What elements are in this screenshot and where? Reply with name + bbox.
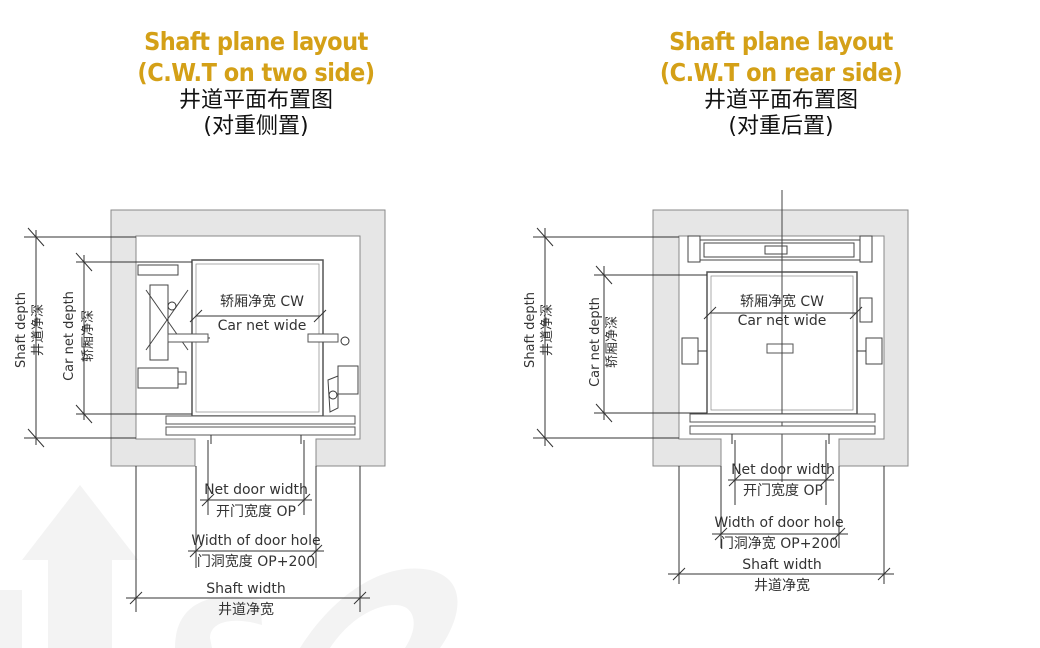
left-governor-arm xyxy=(327,375,339,413)
left-shaft-width-en: Shaft width xyxy=(206,581,286,597)
right-cwt-rail-l xyxy=(687,235,701,263)
right-car-depth-tick-bottom xyxy=(595,403,613,423)
left-cwt-block xyxy=(149,284,169,361)
right-title-en-2: (C.W.T on rear side) xyxy=(659,58,903,87)
right-net-door-en: Net door width xyxy=(731,462,835,478)
right-shaft-width-en: Shaft width xyxy=(742,557,822,573)
left-car-wide-tick-l xyxy=(189,309,203,323)
right-car-rail-l xyxy=(681,337,699,365)
left-door-hole-tick-r xyxy=(309,544,323,558)
right-landing-sill xyxy=(689,425,876,435)
left-shaft-depth-zh: 井道净深 xyxy=(31,304,46,356)
left-title-zh-1: 井道平面布置图 xyxy=(178,88,333,113)
left-shaft-depth-tick-top xyxy=(27,227,45,247)
left-car-wide-zh: 轿厢净宽 CW xyxy=(220,293,304,310)
right-car-rail-r xyxy=(865,337,883,365)
left-car-rail-r xyxy=(307,333,339,343)
right-shaft-width-zh: 井道净宽 xyxy=(754,577,810,594)
left-cwt-rail-top xyxy=(137,264,179,276)
right-shaft-depth-zh: 井道净深 xyxy=(540,304,555,356)
left-cwt-diag-2 xyxy=(145,289,189,351)
right-title-en-1: Shaft plane layout xyxy=(669,27,893,56)
right-car-depth-en: Car net depth xyxy=(588,297,603,387)
left-title-zh-2: (对重侧置) xyxy=(203,114,309,139)
right-shaft-depth-tick-bottom xyxy=(536,428,554,448)
left-title-en-1: Shaft plane layout xyxy=(144,27,368,56)
left-car-wide-tick-r xyxy=(313,309,327,323)
right-cwt-center xyxy=(764,245,788,255)
right-shaft-width-tick-r xyxy=(877,567,891,581)
right-car-wide-en: Car net wide xyxy=(738,313,827,329)
right-title-zh-2: (对重后置) xyxy=(728,114,834,139)
right-governor xyxy=(859,297,873,323)
left-car-rail-l xyxy=(167,333,209,343)
watermark-letter-o xyxy=(300,568,458,648)
left-car-wide-en: Car net wide xyxy=(218,318,307,334)
right-car-wide-tick-r xyxy=(849,306,863,320)
left-title-en-2: (C.W.T on two side) xyxy=(137,58,375,87)
left-net-door-tick-r xyxy=(297,493,311,507)
right-door-hole-tick-l xyxy=(714,527,728,541)
right-shaft-width-tick-l xyxy=(672,567,686,581)
right-car-wide-tick-l xyxy=(703,306,717,320)
left-shaft-width-zh: 井道净宽 xyxy=(218,601,274,618)
left-car xyxy=(191,259,324,417)
left-shaft-depth-tick-bottom xyxy=(27,428,45,448)
left-car-depth-tick-bottom xyxy=(75,404,93,424)
right-net-door-tick-l xyxy=(728,473,742,487)
left-car-depth-tick-top xyxy=(75,252,93,272)
left-door-hole-zh: 门洞宽度 OP+200 xyxy=(197,553,315,570)
right-net-door-zh: 开门宽度 OP xyxy=(743,482,823,499)
right-door-hole-en: Width of door hole xyxy=(714,515,843,531)
right-car-depth-tick-top xyxy=(595,265,613,285)
right-shaft-depth-tick-top xyxy=(536,227,554,247)
right-car-handle xyxy=(766,343,794,354)
left-net-door-en: Net door width xyxy=(204,482,308,498)
watermark-arrow xyxy=(22,485,138,648)
left-pulley-2 xyxy=(340,336,350,346)
left-cwt-bracket xyxy=(177,371,187,385)
left-car-sill xyxy=(165,415,356,425)
left-shaft-wall xyxy=(110,209,386,467)
left-title-block: Shaft plane layout (C.W.T on two side) 井… xyxy=(106,26,406,140)
left-shaft-width-tick-l xyxy=(129,591,143,605)
left-net-door-zh: 开门宽度 OP xyxy=(216,503,296,520)
left-net-door-tick-l xyxy=(201,493,215,507)
left-pulley-3 xyxy=(328,390,338,400)
right-car-depth-zh: 轿厢净深 xyxy=(605,316,620,368)
left-door-hole-en: Width of door hole xyxy=(191,533,320,549)
left-shaft-width-tick-r xyxy=(353,591,367,605)
watermark-bar xyxy=(0,590,22,648)
right-shaft-depth-en: Shaft depth xyxy=(523,292,538,368)
left-pulley-1 xyxy=(167,301,177,311)
right-car-wide-zh: 轿厢净宽 CW xyxy=(740,293,824,310)
right-car-sill xyxy=(689,413,876,423)
right-title-block: Shaft plane layout (C.W.T on rear side) … xyxy=(631,26,931,140)
left-car-depth-zh: 轿厢净深 xyxy=(81,310,96,362)
left-door-hole-tick-l xyxy=(189,544,203,558)
left-car-depth-en: Car net depth xyxy=(62,291,77,381)
watermark-letter-s xyxy=(175,596,262,648)
left-shaft-depth-en: Shaft depth xyxy=(14,292,29,368)
left-landing-sill xyxy=(165,426,356,436)
right-net-door-tick-r xyxy=(819,473,833,487)
right-door-hole-zh: 门洞净宽 OP+200 xyxy=(720,535,838,552)
right-door-hole-tick-r xyxy=(832,527,846,541)
right-cwt-rail-r xyxy=(859,235,873,263)
right-title-zh-1: 井道平面布置图 xyxy=(703,88,858,113)
